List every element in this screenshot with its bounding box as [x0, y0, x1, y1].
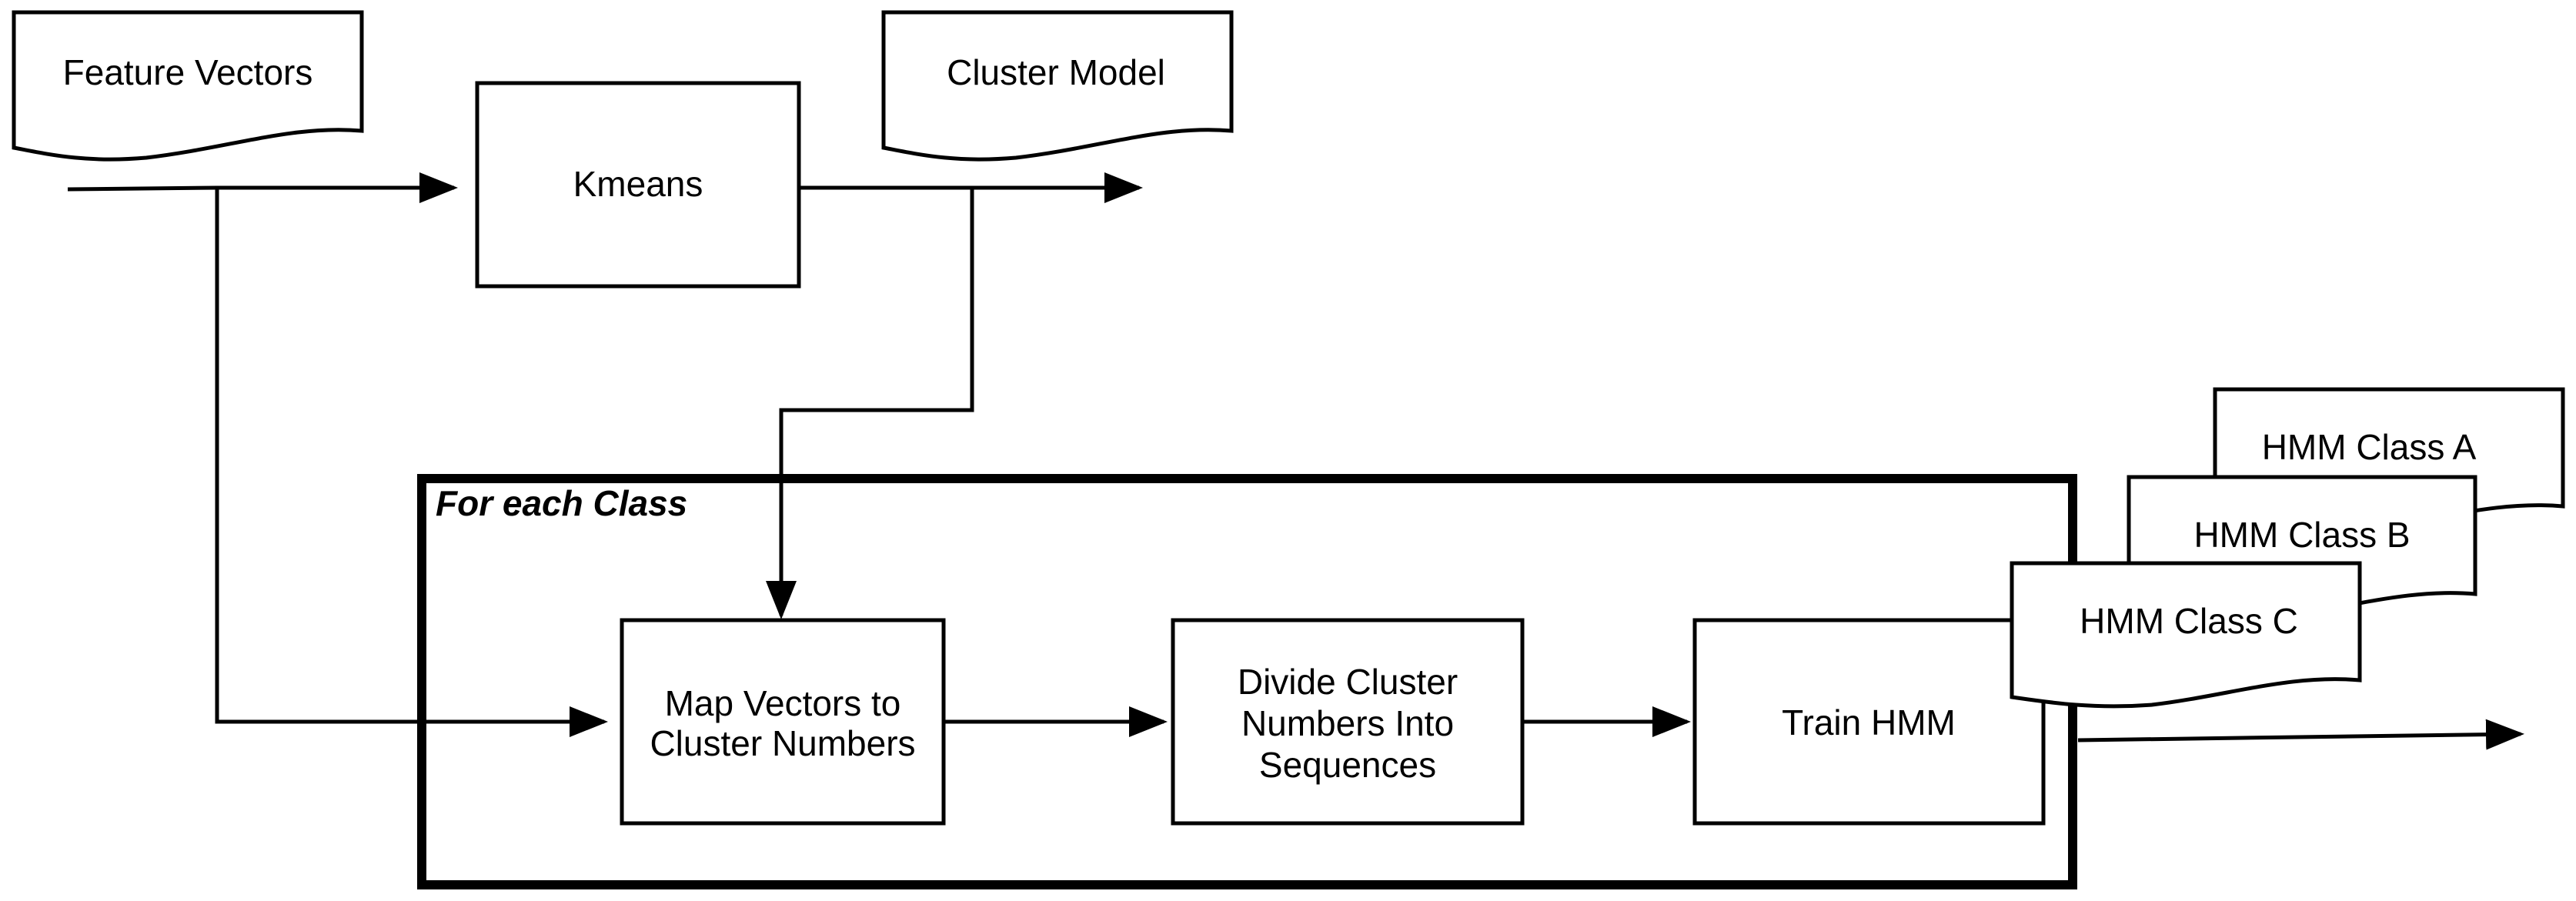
arrow-hmm-output: [2077, 719, 2524, 750]
train-hmm-process: Train HMM: [1692, 618, 2046, 826]
hmm-class-c-document: HMM Class C: [2010, 561, 2362, 709]
cluster-model-label: Cluster Model: [947, 52, 1165, 92]
divide-cluster-label-line-2: Numbers Into: [1241, 703, 1454, 743]
arrow-input-to-map-vectors: [215, 188, 608, 737]
divide-cluster-label-line-3: Sequences: [1259, 745, 1436, 785]
hmm-class-b-label: HMM Class B: [2193, 515, 2410, 555]
hmm-class-c-document-shape: [2010, 561, 2362, 709]
kmeans-label: Kmeans: [573, 164, 703, 204]
arrow-input-to-kmeans: [67, 172, 458, 203]
cluster-model-document: Cluster Model: [881, 10, 1234, 162]
loop-frame-title: For each Class: [436, 483, 687, 523]
feature-vectors-label: Feature Vectors: [63, 52, 313, 92]
cluster-model-document-shape: [881, 10, 1234, 162]
train-hmm-box: [1692, 618, 2046, 826]
map-vectors-label-line-1: Map Vectors to: [665, 683, 901, 723]
map-vectors-box: [620, 618, 946, 826]
map-vectors-label-line-2: Cluster Numbers: [650, 723, 915, 763]
feature-vectors-document: Feature Vectors: [12, 10, 364, 162]
divide-cluster-box: [1171, 618, 1525, 826]
arrow-cluster-model-to-map-vectors: [766, 188, 974, 619]
divide-cluster-label-line-1: Divide Cluster: [1238, 662, 1458, 702]
map-vectors-process: Map Vectors to Cluster Numbers: [620, 618, 946, 826]
hmm-class-a-label: HMM Class A: [2262, 427, 2477, 467]
divide-cluster-process: Divide Cluster Numbers Into Sequences: [1171, 618, 1525, 826]
hmm-class-c-label: HMM Class C: [2080, 601, 2298, 641]
connectors: [67, 172, 2524, 750]
train-hmm-label: Train HMM: [1782, 702, 1956, 742]
kmeans-box: [475, 81, 801, 289]
kmeans-process: Kmeans: [475, 81, 801, 289]
feature-vectors-document-shape: [12, 10, 364, 162]
